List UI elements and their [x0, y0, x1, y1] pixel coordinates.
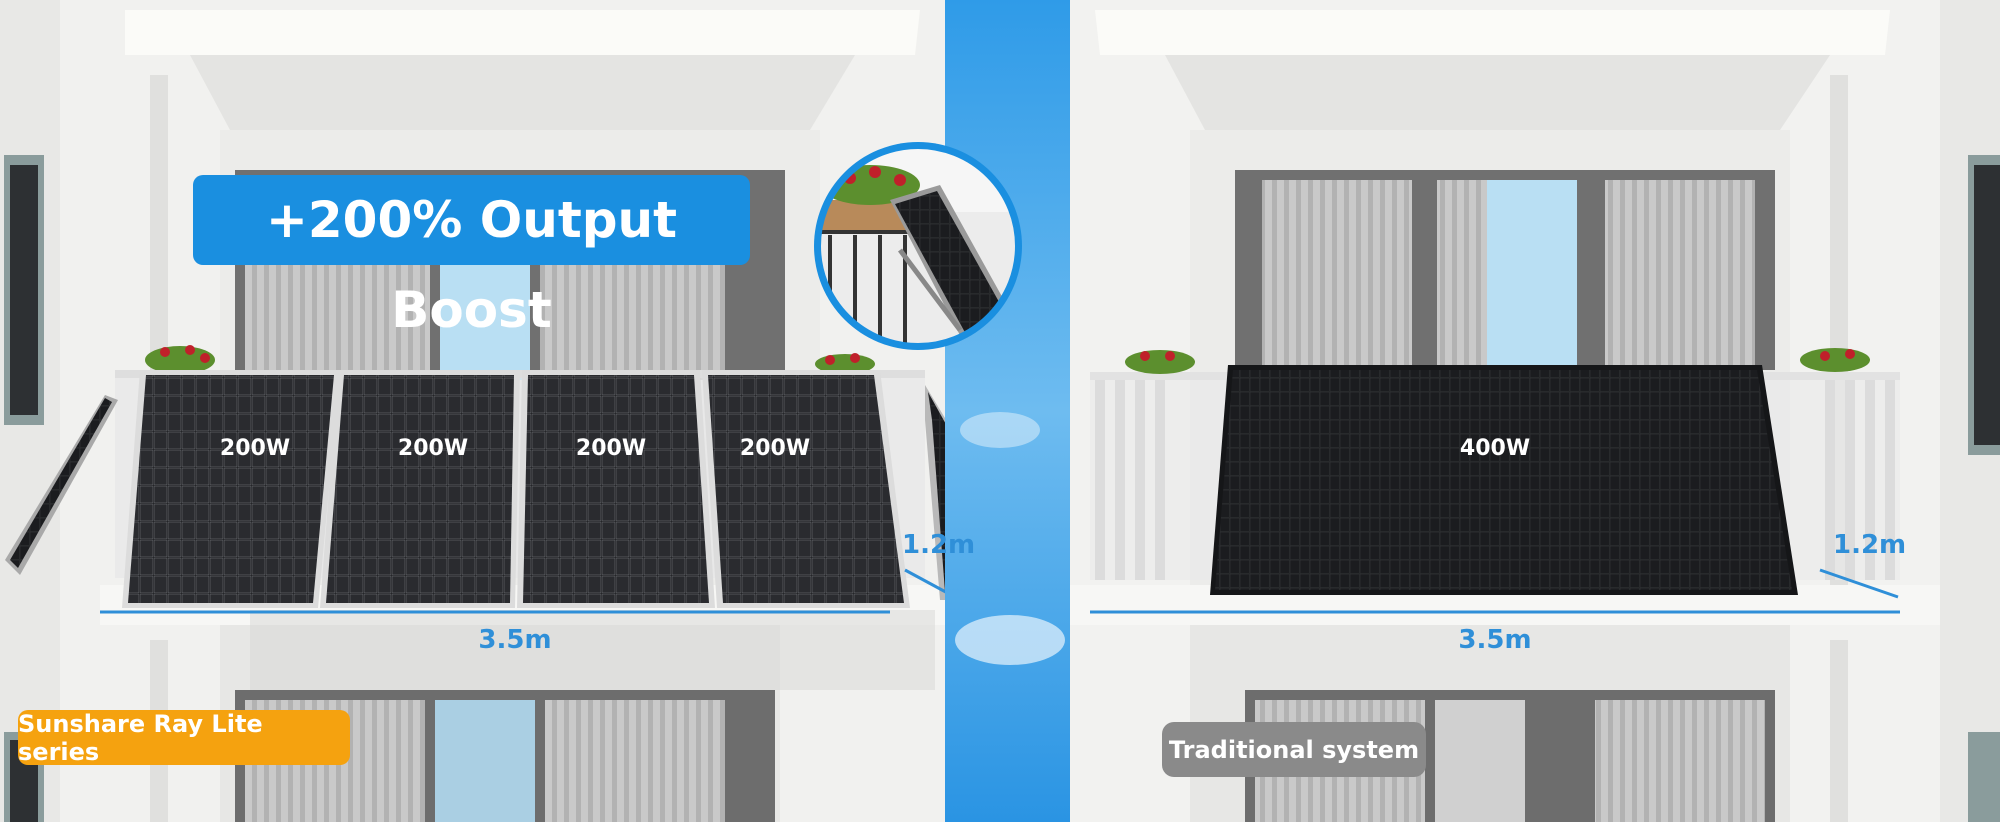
sky-divider	[945, 0, 1070, 822]
left-panel-4-wattage: 200W	[739, 436, 811, 461]
mounting-detail-inset	[814, 142, 1022, 350]
left-panel-2	[320, 370, 520, 608]
left-panel-3-wattage: 200W	[575, 436, 647, 461]
right-panel-wattage: 400W	[1459, 436, 1531, 461]
right-panel	[1210, 365, 1798, 595]
left-width-label: 3.5m	[478, 625, 552, 655]
left-panel-4	[702, 370, 910, 608]
right-height-line	[1819, 568, 1899, 599]
headline-text: +200% Output Boost	[265, 191, 678, 339]
right-system-tag: Traditional system	[1168, 735, 1420, 764]
left-height-label: 1.2m	[902, 530, 976, 560]
headline-banner	[193, 175, 750, 265]
right-width-label: 3.5m	[1458, 625, 1532, 655]
right-height-label: 1.2m	[1833, 530, 1907, 560]
left-panel-1	[122, 370, 340, 608]
right-system-tag-bg	[1162, 722, 1426, 777]
left-series-tag: Sunshare Ray Lite series	[18, 709, 263, 766]
left-panel-2-wattage: 200W	[397, 436, 469, 461]
left-panel-1-wattage: 200W	[219, 436, 291, 461]
left-panel-3	[517, 370, 715, 608]
left-series-tag-bg	[18, 710, 350, 765]
left-panels	[122, 370, 910, 608]
